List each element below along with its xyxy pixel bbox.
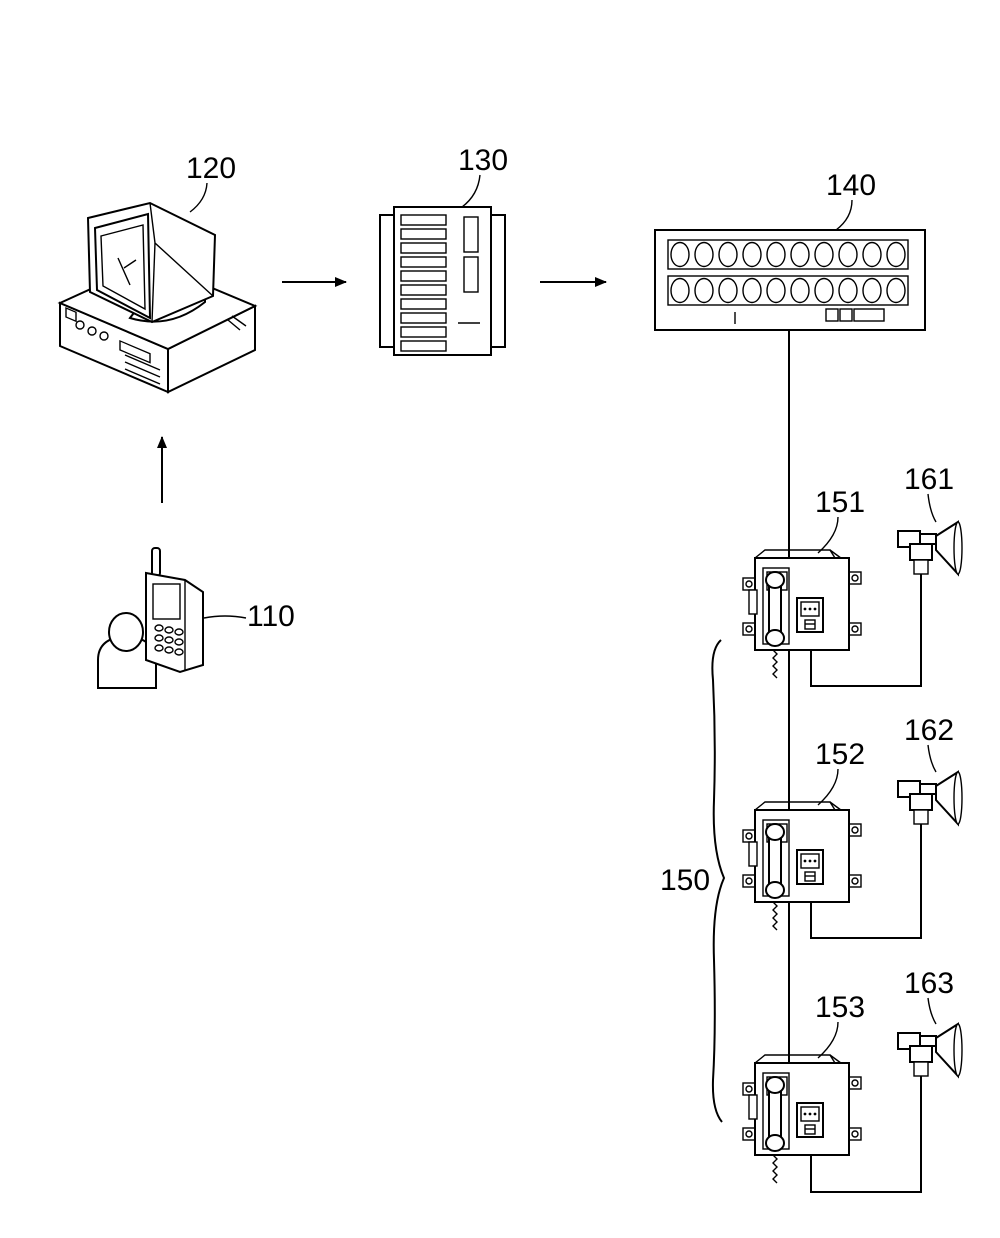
server-icon <box>380 207 505 355</box>
terminal-group-brace <box>712 640 724 1122</box>
label-server: 130 <box>458 144 508 177</box>
horn-speaker-2 <box>898 772 962 838</box>
label-terminal-2: 152 <box>815 738 865 771</box>
horn-speaker-1 <box>898 522 962 588</box>
label-speaker-2: 162 <box>904 714 954 747</box>
label-speaker-1: 161 <box>904 463 954 496</box>
label-user-terminal: 110 <box>247 600 295 633</box>
label-computer: 120 <box>186 152 236 185</box>
emergency-phone-terminal-2 <box>743 802 861 930</box>
label-terminal-group: 150 <box>660 864 710 897</box>
label-speaker-3: 163 <box>904 967 954 1000</box>
computer-icon <box>60 203 255 392</box>
emergency-phone-terminal-1 <box>743 550 861 678</box>
label-terminal-3: 153 <box>815 991 865 1024</box>
emergency-phone-terminal-3 <box>743 1055 861 1183</box>
label-terminal-1: 151 <box>815 486 865 519</box>
label-switchboard: 140 <box>826 169 876 202</box>
horn-speaker-3 <box>898 1024 962 1090</box>
user-terminal-icon <box>98 548 203 688</box>
switchboard-icon <box>655 230 925 330</box>
